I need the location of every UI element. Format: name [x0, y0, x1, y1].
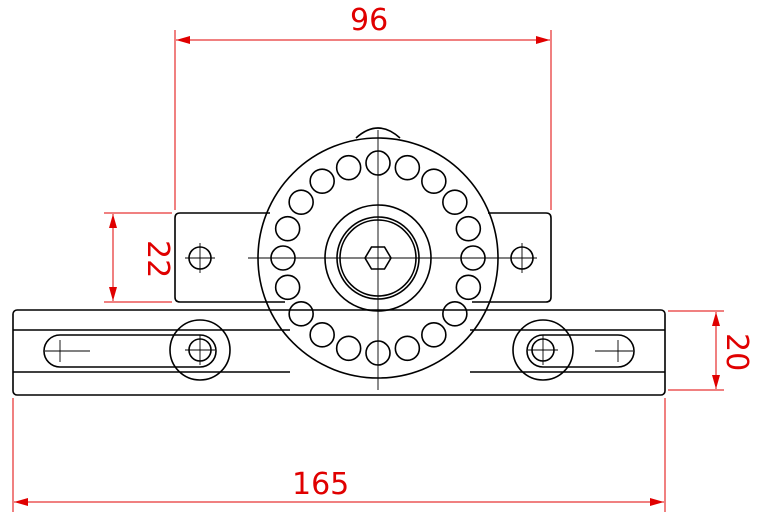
bolt-hole	[442, 301, 468, 327]
bolt-hole	[421, 322, 447, 348]
dimension-label-20: 20	[719, 333, 754, 371]
bolt-hole	[335, 335, 362, 362]
bolt-hole	[309, 168, 335, 194]
bolt-hole	[335, 154, 362, 181]
left-slot	[43, 334, 217, 368]
bolt-hole	[455, 215, 482, 242]
bolt-hole	[394, 335, 421, 362]
dimension-label-165: 165	[292, 467, 349, 502]
left-boss	[169, 319, 231, 381]
bolt-hole	[394, 154, 421, 181]
dimension-plate-height: 22	[104, 212, 175, 303]
bolt-hole	[309, 322, 335, 348]
bolt-hole	[288, 189, 314, 215]
bolt-hole	[274, 274, 301, 301]
right-slot	[526, 334, 635, 368]
dimension-label-96: 96	[350, 3, 388, 38]
bolt-hole	[274, 215, 301, 242]
dimension-label-22: 22	[140, 240, 175, 278]
right-boss	[512, 319, 574, 381]
bolt-hole	[455, 274, 482, 301]
bolt-hole	[288, 301, 314, 327]
dimension-base-height: 20	[668, 310, 754, 391]
bolt-hole	[442, 189, 468, 215]
dimension-overall-width: 165	[12, 398, 666, 512]
mount-plate	[174, 212, 552, 303]
base-bar	[12, 309, 666, 396]
bolt-hole	[421, 168, 447, 194]
centerlines	[45, 130, 633, 390]
dimension-top-width: 96	[174, 3, 552, 210]
